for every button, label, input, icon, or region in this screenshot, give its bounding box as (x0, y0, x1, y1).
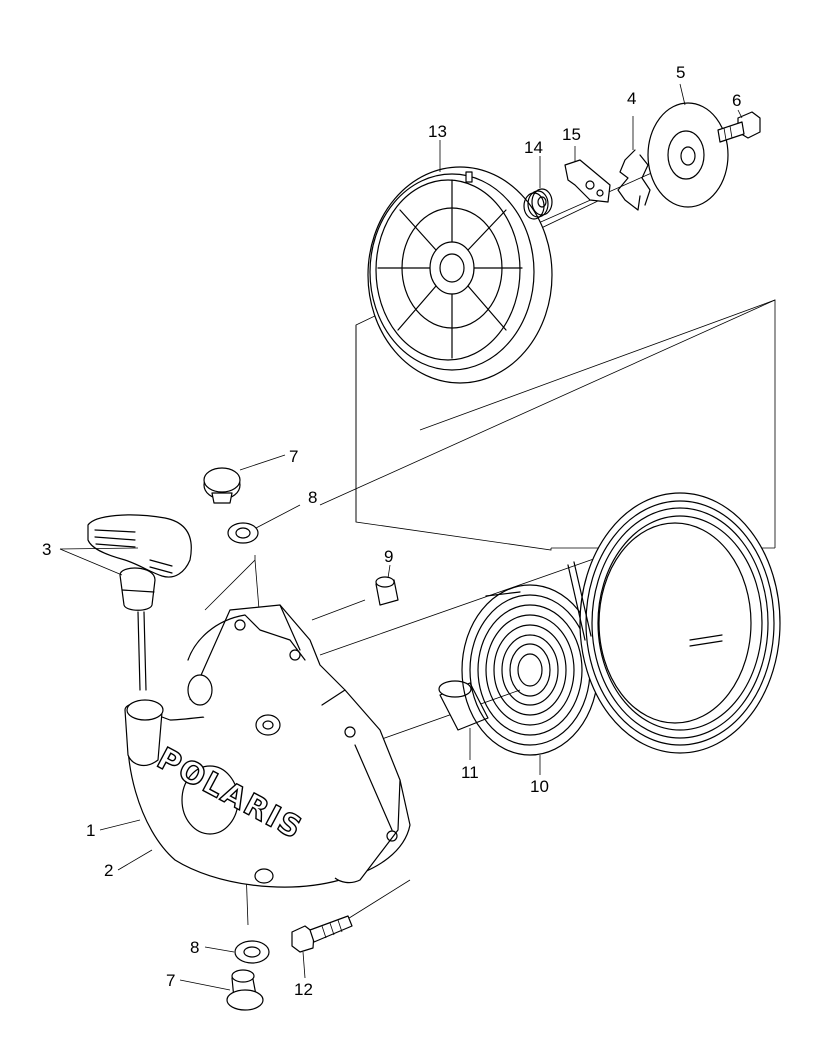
washer-part-8-top (227, 522, 259, 544)
label-15: 15 (562, 125, 581, 144)
bushing-part-9 (375, 576, 399, 606)
label-12: 12 (294, 980, 313, 999)
label-13: 13 (428, 122, 447, 141)
pulley-part-13 (367, 166, 553, 384)
label-10: 10 (530, 777, 549, 796)
recoil-spring-part-10 (461, 584, 599, 756)
clip-part-4 (617, 149, 651, 211)
washer-part-8-bottom (234, 940, 270, 964)
bolt-part-6 (717, 111, 761, 143)
label-3: 3 (42, 540, 51, 559)
label-11: 11 (461, 763, 479, 782)
label-2: 2 (104, 861, 113, 880)
spring-case (567, 492, 781, 754)
label-6: 6 (732, 91, 741, 110)
sleeve-part-11 (438, 680, 489, 731)
plug-part-7-bottom (226, 969, 264, 1011)
plate-part-5 (647, 102, 729, 208)
leader-lines (59, 83, 743, 991)
label-5: 5 (676, 63, 685, 82)
callout-labels: 13 14 15 4 5 6 7 8 9 3 1 2 8 7 12 11 10 (42, 63, 741, 999)
label-1: 1 (86, 821, 95, 840)
label-8-bottom: 8 (190, 938, 199, 957)
label-7-bottom: 7 (166, 971, 175, 990)
label-14: 14 (524, 138, 543, 157)
spring-part-14 (523, 188, 553, 220)
label-4: 4 (627, 89, 636, 108)
label-9: 9 (384, 547, 393, 566)
plug-part-7-top (203, 467, 241, 504)
housing-part-1 (124, 604, 411, 888)
label-8-top: 8 (308, 488, 317, 507)
handle-part-3 (87, 514, 192, 691)
label-7-top: 7 (289, 447, 298, 466)
bolt-part-12 (291, 915, 353, 953)
pawl-part-15 (564, 159, 611, 203)
